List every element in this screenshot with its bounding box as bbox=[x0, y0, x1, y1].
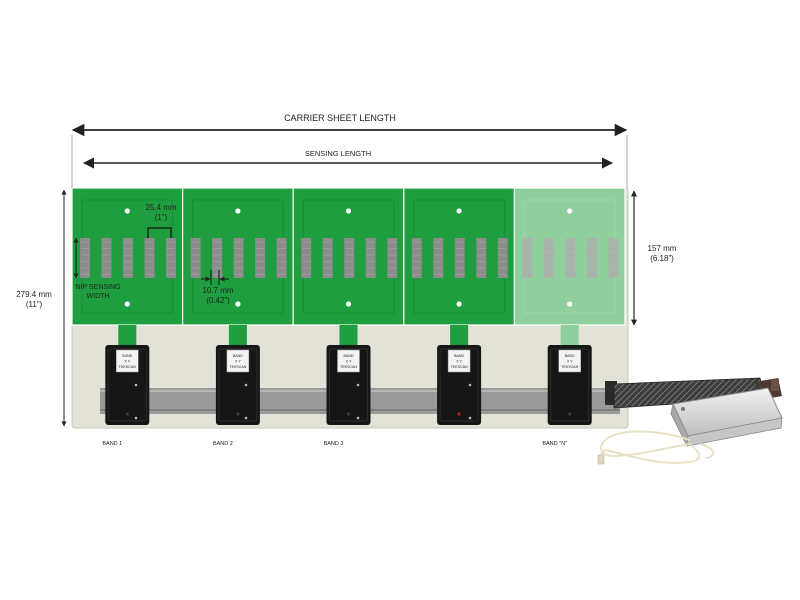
sensel-stripe bbox=[565, 238, 576, 278]
connector-label-text: TEKSCAN bbox=[451, 365, 468, 369]
nip-width-label-1: NIP SENSING bbox=[76, 284, 121, 291]
connector-label-plate bbox=[337, 349, 360, 373]
connector-label-text: BAND bbox=[454, 354, 464, 358]
sensel-stripe bbox=[586, 238, 597, 278]
connector-label-text: BAND bbox=[344, 354, 354, 358]
status-led bbox=[457, 412, 461, 416]
sensel-stripe bbox=[433, 238, 444, 278]
pitch-in-label: (1”) bbox=[155, 213, 168, 222]
height-in-label: (11”) bbox=[26, 300, 43, 309]
mounting-hole bbox=[124, 208, 130, 214]
sensel-stripe bbox=[522, 238, 533, 278]
connector-label-text: X Y bbox=[567, 360, 573, 364]
band-label: BAND 1 bbox=[102, 441, 122, 447]
status-led bbox=[125, 412, 129, 416]
band-label: BAND 2 bbox=[213, 441, 233, 447]
sensel-stripe bbox=[322, 238, 333, 278]
sensel-stripe bbox=[166, 238, 176, 278]
connector-label-text: X Y bbox=[456, 360, 462, 364]
sensel-stripe bbox=[411, 238, 422, 278]
sensel-stripe bbox=[80, 238, 90, 278]
connector-label-plate bbox=[558, 349, 581, 373]
band-label: BAND 3 bbox=[324, 441, 344, 447]
usb-cable bbox=[599, 430, 715, 464]
mounting-hole bbox=[567, 208, 573, 214]
connector-label-text: TEKSCAN bbox=[119, 365, 136, 369]
nip-width-label-2: WIDTH bbox=[87, 293, 110, 300]
mounting-hole bbox=[456, 208, 462, 214]
element-width-marker bbox=[201, 270, 229, 285]
sensor-tail bbox=[118, 325, 137, 347]
pitch-bracket bbox=[147, 227, 172, 238]
sensel-stripe bbox=[212, 238, 223, 278]
connector-label-plate bbox=[447, 349, 471, 373]
mounting-hole bbox=[345, 301, 352, 307]
sensel-stripe bbox=[233, 238, 244, 278]
sensel-stripe bbox=[387, 238, 398, 278]
sensor-tail bbox=[228, 325, 247, 347]
sensel-stripe bbox=[123, 238, 133, 278]
carrier-length-label: CARRIER SHEET LENGTH bbox=[284, 113, 396, 123]
connector-label-text: X Y bbox=[124, 360, 130, 364]
mounting-hole bbox=[456, 301, 462, 307]
sensel-stripe bbox=[454, 238, 465, 278]
connector-label-text: TEKSCAN bbox=[340, 365, 357, 369]
connector-label-plate bbox=[116, 349, 139, 373]
sensel-stripe bbox=[476, 238, 487, 278]
connector-label-plate bbox=[226, 349, 250, 373]
sensing-length-label: SENSING LENGTH bbox=[305, 149, 371, 158]
sensel-stripe bbox=[190, 238, 201, 278]
sensel-stripe bbox=[101, 238, 112, 278]
sensor-tail bbox=[339, 325, 358, 347]
sensel-stripe bbox=[365, 238, 376, 278]
sensel-stripe bbox=[608, 238, 619, 278]
connector-label-text: BAND bbox=[233, 354, 243, 358]
band-height-in-label: (6.18”) bbox=[650, 254, 674, 263]
sensel-stripe bbox=[276, 238, 287, 278]
mounting-hole bbox=[567, 301, 573, 307]
sensel-stripe bbox=[255, 238, 266, 278]
sensor-tail bbox=[560, 325, 579, 347]
usb-plug bbox=[597, 454, 605, 465]
height-mm-label: 279.4 mm bbox=[16, 290, 52, 299]
connector-label-text: X Y bbox=[346, 360, 352, 364]
band-height-mm-label: 157 mm bbox=[648, 244, 677, 253]
sensel-stripe bbox=[497, 238, 508, 278]
status-led bbox=[568, 412, 572, 416]
connector-label-text: BAND bbox=[565, 354, 575, 358]
sensel-stripe bbox=[301, 238, 312, 278]
pitch-mm-label: 25.4 mm bbox=[145, 203, 176, 212]
connector-label-text: TEKSCAN bbox=[561, 365, 578, 369]
connector-label-text: TEKSCAN bbox=[229, 365, 246, 369]
mounting-hole bbox=[124, 301, 130, 307]
element-width-in-label: (0.42”) bbox=[206, 296, 230, 305]
band-label: BAND "N" bbox=[542, 441, 567, 447]
sensel-stripe bbox=[543, 238, 554, 278]
connector-label-text: BAND bbox=[122, 354, 132, 358]
sensor-tail bbox=[450, 325, 469, 347]
mounting-hole bbox=[345, 208, 352, 214]
mounting-hole bbox=[235, 301, 241, 307]
sensel-stripe bbox=[344, 238, 355, 278]
mounting-hole bbox=[235, 208, 241, 214]
sensel-stripe bbox=[144, 238, 155, 278]
element-width-mm-label: 10.7 mm bbox=[202, 286, 233, 295]
status-led bbox=[346, 412, 351, 416]
connector-label-text: X Y bbox=[235, 360, 241, 364]
status-led bbox=[236, 412, 240, 416]
handle-box bbox=[670, 387, 783, 448]
